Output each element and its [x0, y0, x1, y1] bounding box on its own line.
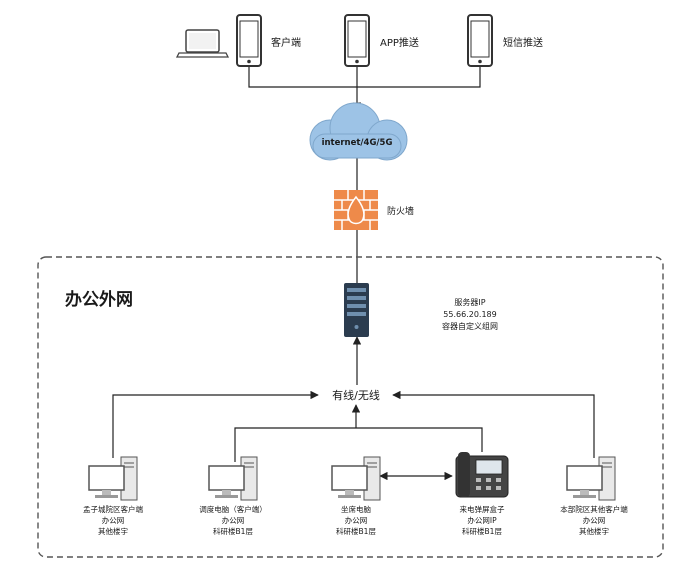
- pc1-label-line1: 孟子城院区客户端: [83, 504, 143, 514]
- sms-push-label: 短信推送: [503, 36, 543, 49]
- connector-lines: [112, 66, 595, 481]
- phone-icon: [344, 14, 370, 67]
- zone-title: 办公外网: [65, 289, 133, 310]
- server-ip-title: 服务器IP: [454, 297, 485, 307]
- pc-icon: [331, 456, 381, 501]
- internet-label: internet/4G/5G: [322, 138, 393, 148]
- pc-icon: [88, 456, 138, 501]
- server-icon: [344, 283, 369, 337]
- phone-icon: [236, 14, 262, 67]
- pc2-label-line1: 调度电脑（客户端）: [199, 504, 267, 514]
- pc3-label-line1: 坐席电脑: [341, 504, 371, 514]
- pc-icon: [208, 456, 258, 501]
- client-label: 客户端: [271, 36, 301, 49]
- phone-icon: [467, 14, 493, 67]
- phone-box-label-line3: 科研楼B1层: [462, 526, 502, 536]
- pc5-label-line1: 本部院区其他客户端: [560, 504, 628, 514]
- firewall-icon: [334, 190, 378, 230]
- pc2-label-line3: 科研楼B1层: [213, 526, 253, 536]
- phone-box-label-line1: 来电弹屏盒子: [460, 504, 505, 514]
- pc2-label-line2: 办公网: [222, 515, 245, 525]
- phone-box-label-line2: 办公网IP: [467, 515, 497, 525]
- office-zone-border: [37, 256, 664, 558]
- server-network-label: 容器自定义组网: [442, 321, 498, 331]
- pc5-label-line3: 其他楼宇: [579, 526, 609, 536]
- app-push-label: APP推送: [380, 36, 419, 49]
- pc3-label-line2: 办公网: [345, 515, 368, 525]
- desk-phone-icon: [455, 452, 509, 498]
- pc1-label-line3: 其他楼宇: [98, 526, 128, 536]
- pc1-label-line2: 办公网: [102, 515, 125, 525]
- laptop-icon: [175, 29, 230, 58]
- pc5-label-line2: 办公网: [583, 515, 606, 525]
- hub-label: 有线/无线: [332, 388, 380, 402]
- server-ip-value: 55.66.20.189: [443, 310, 496, 319]
- cloud-icon: [309, 102, 408, 161]
- firewall-label: 防火墙: [387, 205, 414, 217]
- pc-icon: [566, 456, 616, 501]
- pc3-label-line3: 科研楼B1层: [336, 526, 376, 536]
